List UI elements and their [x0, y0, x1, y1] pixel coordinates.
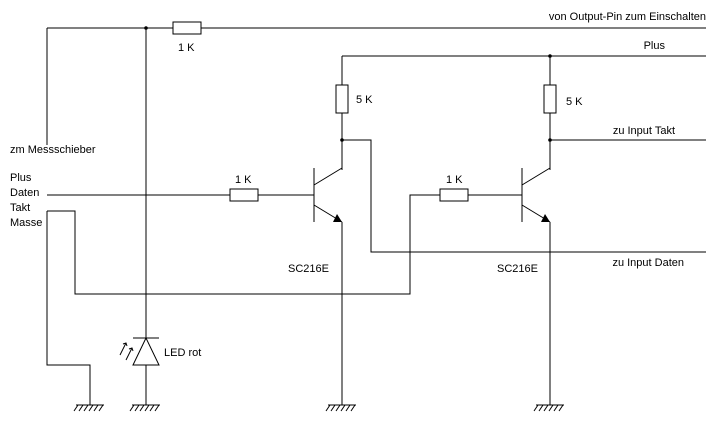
- npn-transistor-icon: [521, 167, 551, 223]
- transistor1-label: SC216E: [288, 263, 329, 275]
- resistor-coll2-label: 5 K: [566, 96, 583, 108]
- transistor2-label: SC216E: [497, 263, 538, 275]
- output-pin-label: von Output-Pin zum Einschalten: [549, 11, 706, 23]
- plus-rail-label: Plus: [644, 40, 666, 52]
- led-label: LED rot: [164, 347, 201, 359]
- resistor-coll1-label: 5 K: [356, 94, 373, 106]
- resistor-icon: [543, 84, 557, 114]
- npn-transistor-icon: [313, 167, 343, 223]
- resistor-icon: [439, 188, 469, 202]
- resistor-icon: [172, 21, 202, 35]
- plus-rail: [342, 54, 706, 58]
- resistor-icon: [335, 84, 349, 114]
- led-icon: [119, 336, 160, 366]
- pin-masse-label: Masse: [10, 217, 42, 229]
- pin-daten-label: Daten: [10, 187, 39, 199]
- ground-icon: [325, 404, 356, 412]
- resistor-in1-label: 1 K: [235, 174, 252, 186]
- resistor-top-label: 1 K: [178, 42, 195, 54]
- pin-takt-label: Takt: [10, 202, 30, 214]
- output-line: [46, 26, 706, 145]
- ground-icon: [73, 404, 104, 412]
- resistor-icon: [229, 188, 259, 202]
- caliper-label: zm Messschieber: [10, 144, 96, 156]
- ground-icon: [129, 404, 160, 412]
- pin-plus-label: Plus: [10, 172, 32, 184]
- ground-icon: [533, 404, 564, 412]
- input-takt-label: zu Input Takt: [613, 125, 675, 137]
- resistor-in2-label: 1 K: [446, 174, 463, 186]
- input-daten-label: zu Input Daten: [612, 257, 684, 269]
